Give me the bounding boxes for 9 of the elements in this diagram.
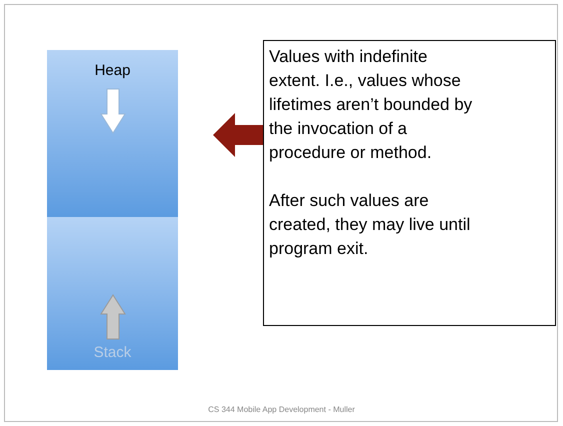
description-text: After such values are created, they may live until program exit. xyxy=(269,190,472,260)
footer-text: CS 344 Mobile App Development - Muller xyxy=(207,404,356,416)
block-arrow xyxy=(213,113,263,157)
heap-region xyxy=(47,50,178,217)
description-text: Values with indefinite extent. I.e., values whose lifetimes aren’t bounded by the invocation of a procedure or method. xyxy=(269,46,474,164)
text-box xyxy=(263,40,556,326)
region-label: Heap xyxy=(94,61,130,81)
stack-region xyxy=(47,217,178,370)
region-label: Stack xyxy=(94,342,132,362)
